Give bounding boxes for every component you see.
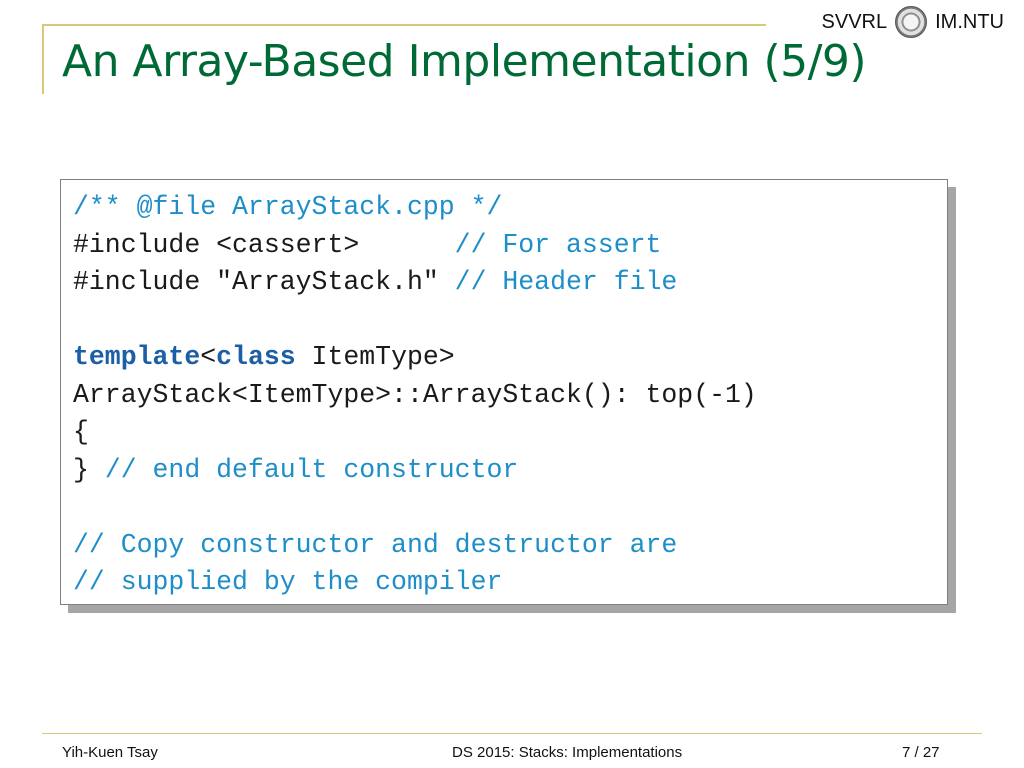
code-line-11: // supplied by the compiler (73, 567, 503, 597)
code-line-6: ArrayStack<ItemType>::ArrayStack(): top(… (73, 379, 757, 410)
code-comment: // For assert (454, 229, 662, 260)
footer-author: Yih-Kuen Tsay (62, 744, 158, 761)
header-top-rule (42, 24, 766, 26)
org-right-label: IM.NTU (935, 10, 1004, 33)
org-left-label: SVVRL (821, 10, 888, 33)
code-line-blank (73, 302, 947, 340)
code-text: < (200, 342, 217, 372)
code-line-8: } // end default constructor (73, 452, 947, 490)
code-text: ItemType> (295, 342, 455, 372)
footer-course: DS 2015: Stacks: Implementations (452, 744, 683, 761)
code-line-1: /** @file ArrayStack.cpp */ (73, 192, 503, 222)
code-line-blank (73, 489, 947, 527)
code-text: } (73, 454, 105, 485)
code-block: /** @file ArrayStack.cpp */ #include <ca… (60, 179, 948, 605)
code-line-2: #include <cassert> // For assert (73, 227, 947, 265)
university-seal-icon (895, 6, 928, 38)
code-comment: // Header file (454, 267, 678, 297)
code-line-7: { (73, 417, 89, 447)
footer-page-number: 7 / 27 (902, 744, 940, 761)
footer-rule (42, 733, 982, 734)
code-line-5: template<class ItemType> (73, 339, 947, 377)
code-keyword: template (73, 342, 201, 372)
code-text: #include "ArrayStack.h" (73, 267, 455, 297)
code-text: #include <cassert> (73, 229, 455, 260)
header-left-rule (42, 24, 44, 94)
code-keyword: class (216, 342, 296, 372)
org-header: SVVRL IM.NTU (821, 6, 1004, 38)
slide-title: An Array-Based Implementation (5/9) (62, 36, 867, 87)
code-line-10: // Copy constructor and destructor are (73, 529, 678, 560)
code-comment: // end default constructor (104, 454, 519, 485)
code-line-3: #include "ArrayStack.h" // Header file (73, 264, 947, 302)
